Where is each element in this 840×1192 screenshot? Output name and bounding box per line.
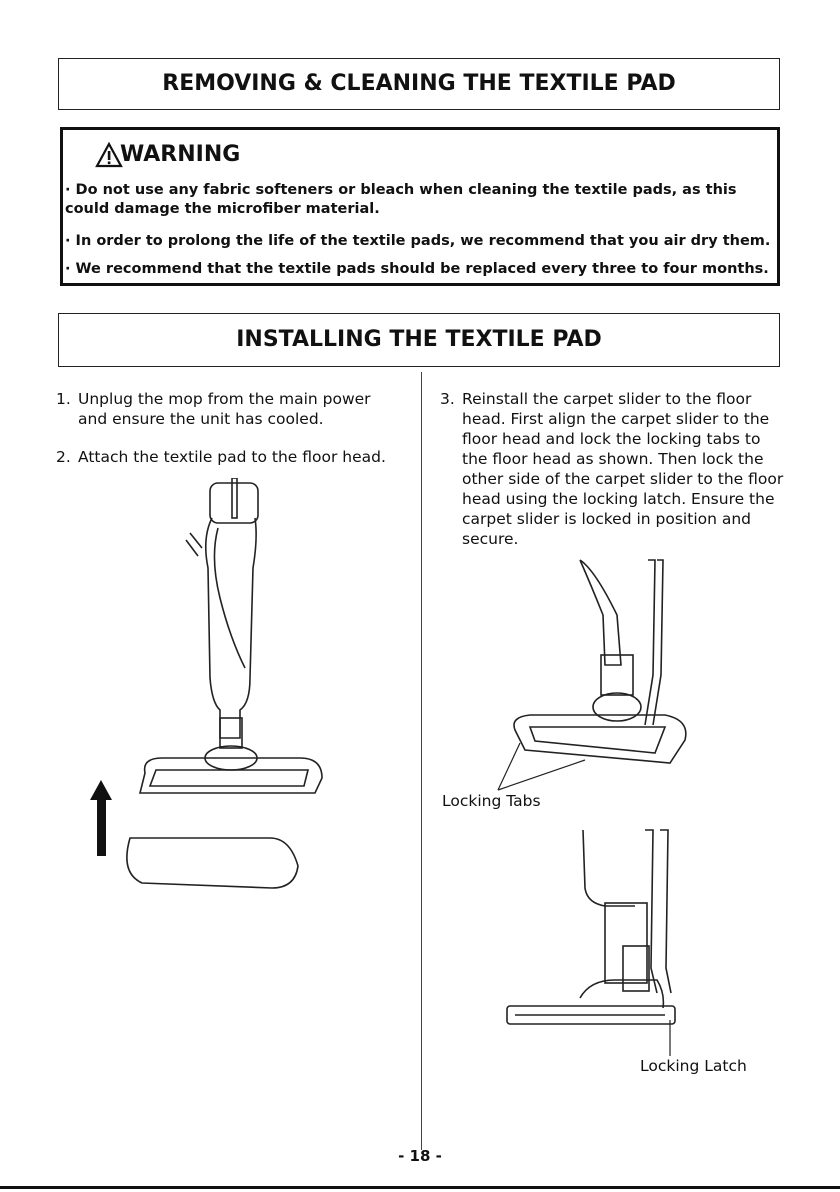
warning-item: · Do not use any fabric softeners or ble… <box>65 182 737 217</box>
locking-tabs-illustration <box>513 559 687 764</box>
warning-item: · We recommend that the textile pads sho… <box>65 261 769 277</box>
locking-latch-label: Locking Latch <box>640 1057 747 1075</box>
step-1: 1. Unplug the mop from the main power an… <box>56 389 396 429</box>
locking-latch-illustration <box>506 829 676 1025</box>
mop-attach-pad-illustration <box>90 478 323 889</box>
step-text: Attach the textile pad to the floor head… <box>78 448 386 466</box>
bottom-rule <box>0 1186 840 1189</box>
warning-title: WARNING <box>120 142 241 167</box>
step-text: Unplug the mop from the main power and e… <box>78 390 371 428</box>
step-3: 3. Reinstall the carpet slider to the fl… <box>440 389 790 549</box>
section-title-removing: REMOVING & CLEANING THE TEXTILE PAD <box>58 58 780 110</box>
section-title-installing: INSTALLING THE TEXTILE PAD <box>58 313 780 367</box>
step-number: 3. <box>440 390 455 408</box>
step-number: 2. <box>56 448 71 466</box>
step-2: 2. Attach the textile pad to the floor h… <box>56 447 396 467</box>
column-divider <box>421 372 422 1150</box>
locking-tabs-label: Locking Tabs <box>442 792 541 810</box>
step-number: 1. <box>56 390 71 408</box>
step-text: Reinstall the carpet slider to the floor… <box>462 390 784 548</box>
arrow-up-icon <box>90 780 112 856</box>
page-number: - 18 - <box>398 1147 442 1165</box>
warning-triangle-icon <box>95 142 123 168</box>
warning-item: · In order to prolong the life of the te… <box>65 233 771 249</box>
warning-box: WARNING · Do not use any fabric softener… <box>60 127 780 286</box>
